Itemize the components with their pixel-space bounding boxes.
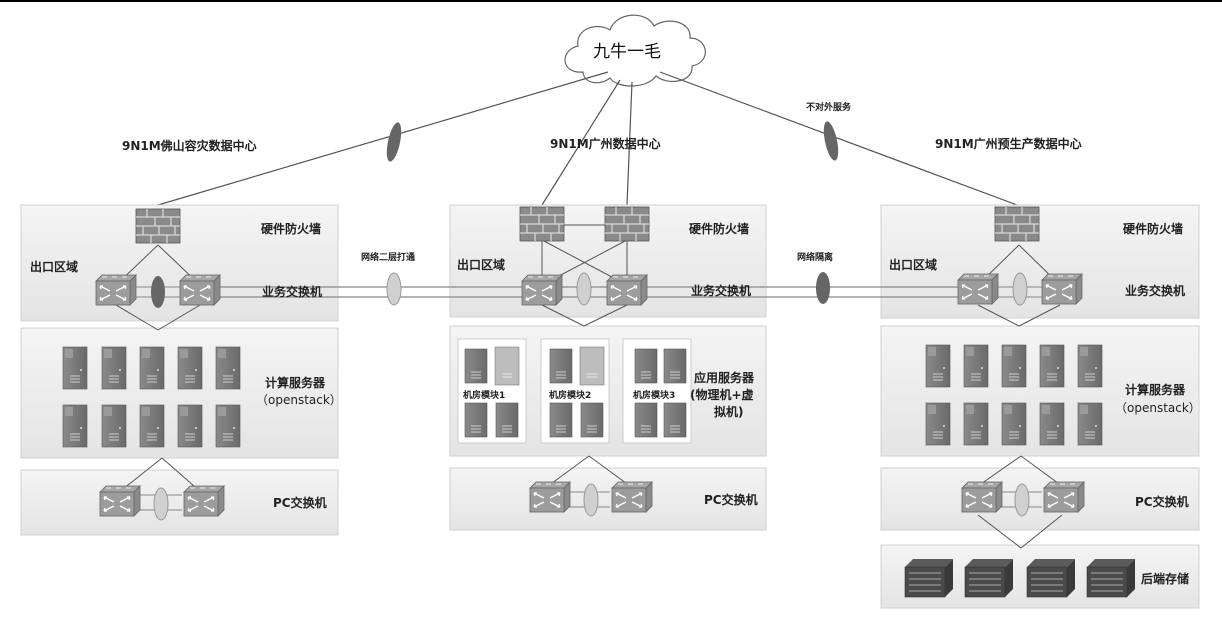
firewall-icon <box>135 208 181 244</box>
no-external-service-label: 不对外服务 <box>806 103 852 113</box>
exit-zone-label: 出口区域 <box>457 258 506 272</box>
switch-icon <box>961 481 1003 513</box>
exit-zone-label: 出口区域 <box>30 260 79 274</box>
exit-zone-label: 出口区域 <box>889 258 938 272</box>
firewall-label: 硬件防火墙 <box>689 222 750 236</box>
business-switch-label: 业务交换机 <box>262 285 323 299</box>
module-label-1: 机房模块1 <box>463 391 506 401</box>
cloud-icon <box>564 14 706 87</box>
switch-icon <box>99 485 141 517</box>
firewall-icon <box>994 206 1040 242</box>
isolation-ellipse <box>816 272 830 304</box>
switch-icon <box>183 485 225 517</box>
switch-icon <box>529 481 571 513</box>
module-label-3: 机房模块3 <box>633 391 676 401</box>
switch-icon <box>95 274 137 306</box>
switch-icon <box>521 274 563 306</box>
servers-sub-label: （openstack） <box>256 393 342 407</box>
switch-icon <box>179 274 221 306</box>
business-switch-label: 业务交换机 <box>691 284 752 298</box>
layer2-link-label: 网络二层打通 <box>361 253 416 263</box>
foshan-center-title: 9N1M佛山容灾数据中心 <box>122 139 257 153</box>
servers-label: 计算服务器 <box>265 376 326 390</box>
isolation-label: 网络隔离 <box>797 253 834 263</box>
wan-link-preprod <box>823 121 839 161</box>
business-switch-label: 业务交换机 <box>1125 284 1186 298</box>
pc-switch-label: PC交换机 <box>1135 495 1189 509</box>
servers-sub-label-2: 拟机) <box>714 405 744 419</box>
preprod-center-title: 9N1M广州预生产数据中心 <box>935 137 1082 151</box>
servers-sub-label: (物理机+虚 <box>690 388 754 402</box>
switch-icon <box>1043 481 1085 513</box>
firewall-icon <box>519 206 565 242</box>
switch-icon <box>611 481 653 513</box>
firewall-icon <box>604 206 650 242</box>
pc-switch-label: PC交换机 <box>273 496 327 510</box>
server-modules <box>457 338 692 444</box>
servers-label: 应用服务器 <box>694 371 755 385</box>
switch-icon <box>957 273 999 305</box>
servers-label: 计算服务器 <box>1125 383 1186 397</box>
l2-link-ellipse <box>386 272 402 306</box>
switch-icon <box>606 274 648 306</box>
wan-link-foshan <box>386 122 402 162</box>
storage-label: 后端存储 <box>1141 572 1190 586</box>
firewall-label: 硬件防火墙 <box>1123 222 1184 236</box>
switch-icon <box>1041 273 1083 305</box>
pc-switch-label: PC交换机 <box>704 493 758 507</box>
firewall-label: 硬件防火墙 <box>261 222 322 236</box>
module-label-2: 机房模块2 <box>549 391 592 401</box>
servers-sub-label: （openstack） <box>1115 401 1201 415</box>
cloud-label: 九牛一毛 <box>593 42 661 62</box>
guangzhou-center-title: 9N1M广州数据中心 <box>550 137 661 151</box>
